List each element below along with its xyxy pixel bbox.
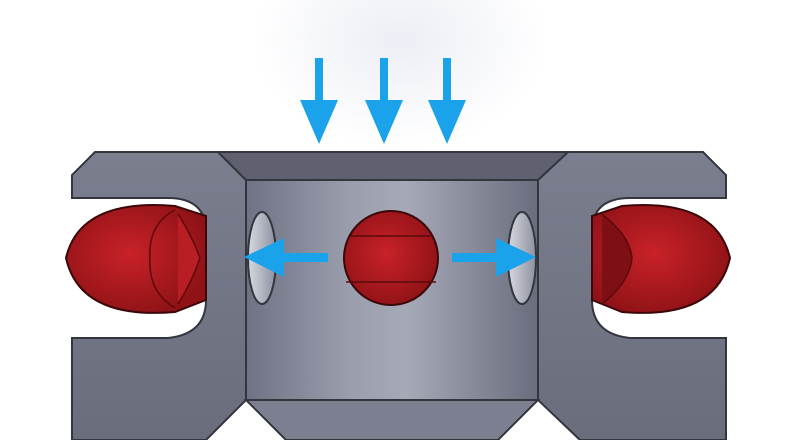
housing-left (71, 151, 247, 440)
arrow-down-icon (428, 58, 466, 144)
seal-right-inner (601, 213, 633, 305)
pressure-arrows (300, 58, 466, 144)
seal-right (591, 204, 732, 314)
arrow-right-icon (452, 238, 536, 277)
seal-left (64, 204, 207, 314)
arrow-down-icon (300, 58, 338, 144)
center-seal (343, 210, 439, 306)
housing-right (537, 151, 727, 440)
seal-left-highlight (177, 213, 201, 305)
arrow-left-icon (244, 238, 328, 277)
housing-top-chamfer (215, 151, 571, 181)
flow-arrows (244, 238, 536, 277)
seal-left-inner (149, 209, 176, 309)
arrow-down-icon (365, 58, 403, 144)
bore-bottom-taper (243, 399, 541, 440)
